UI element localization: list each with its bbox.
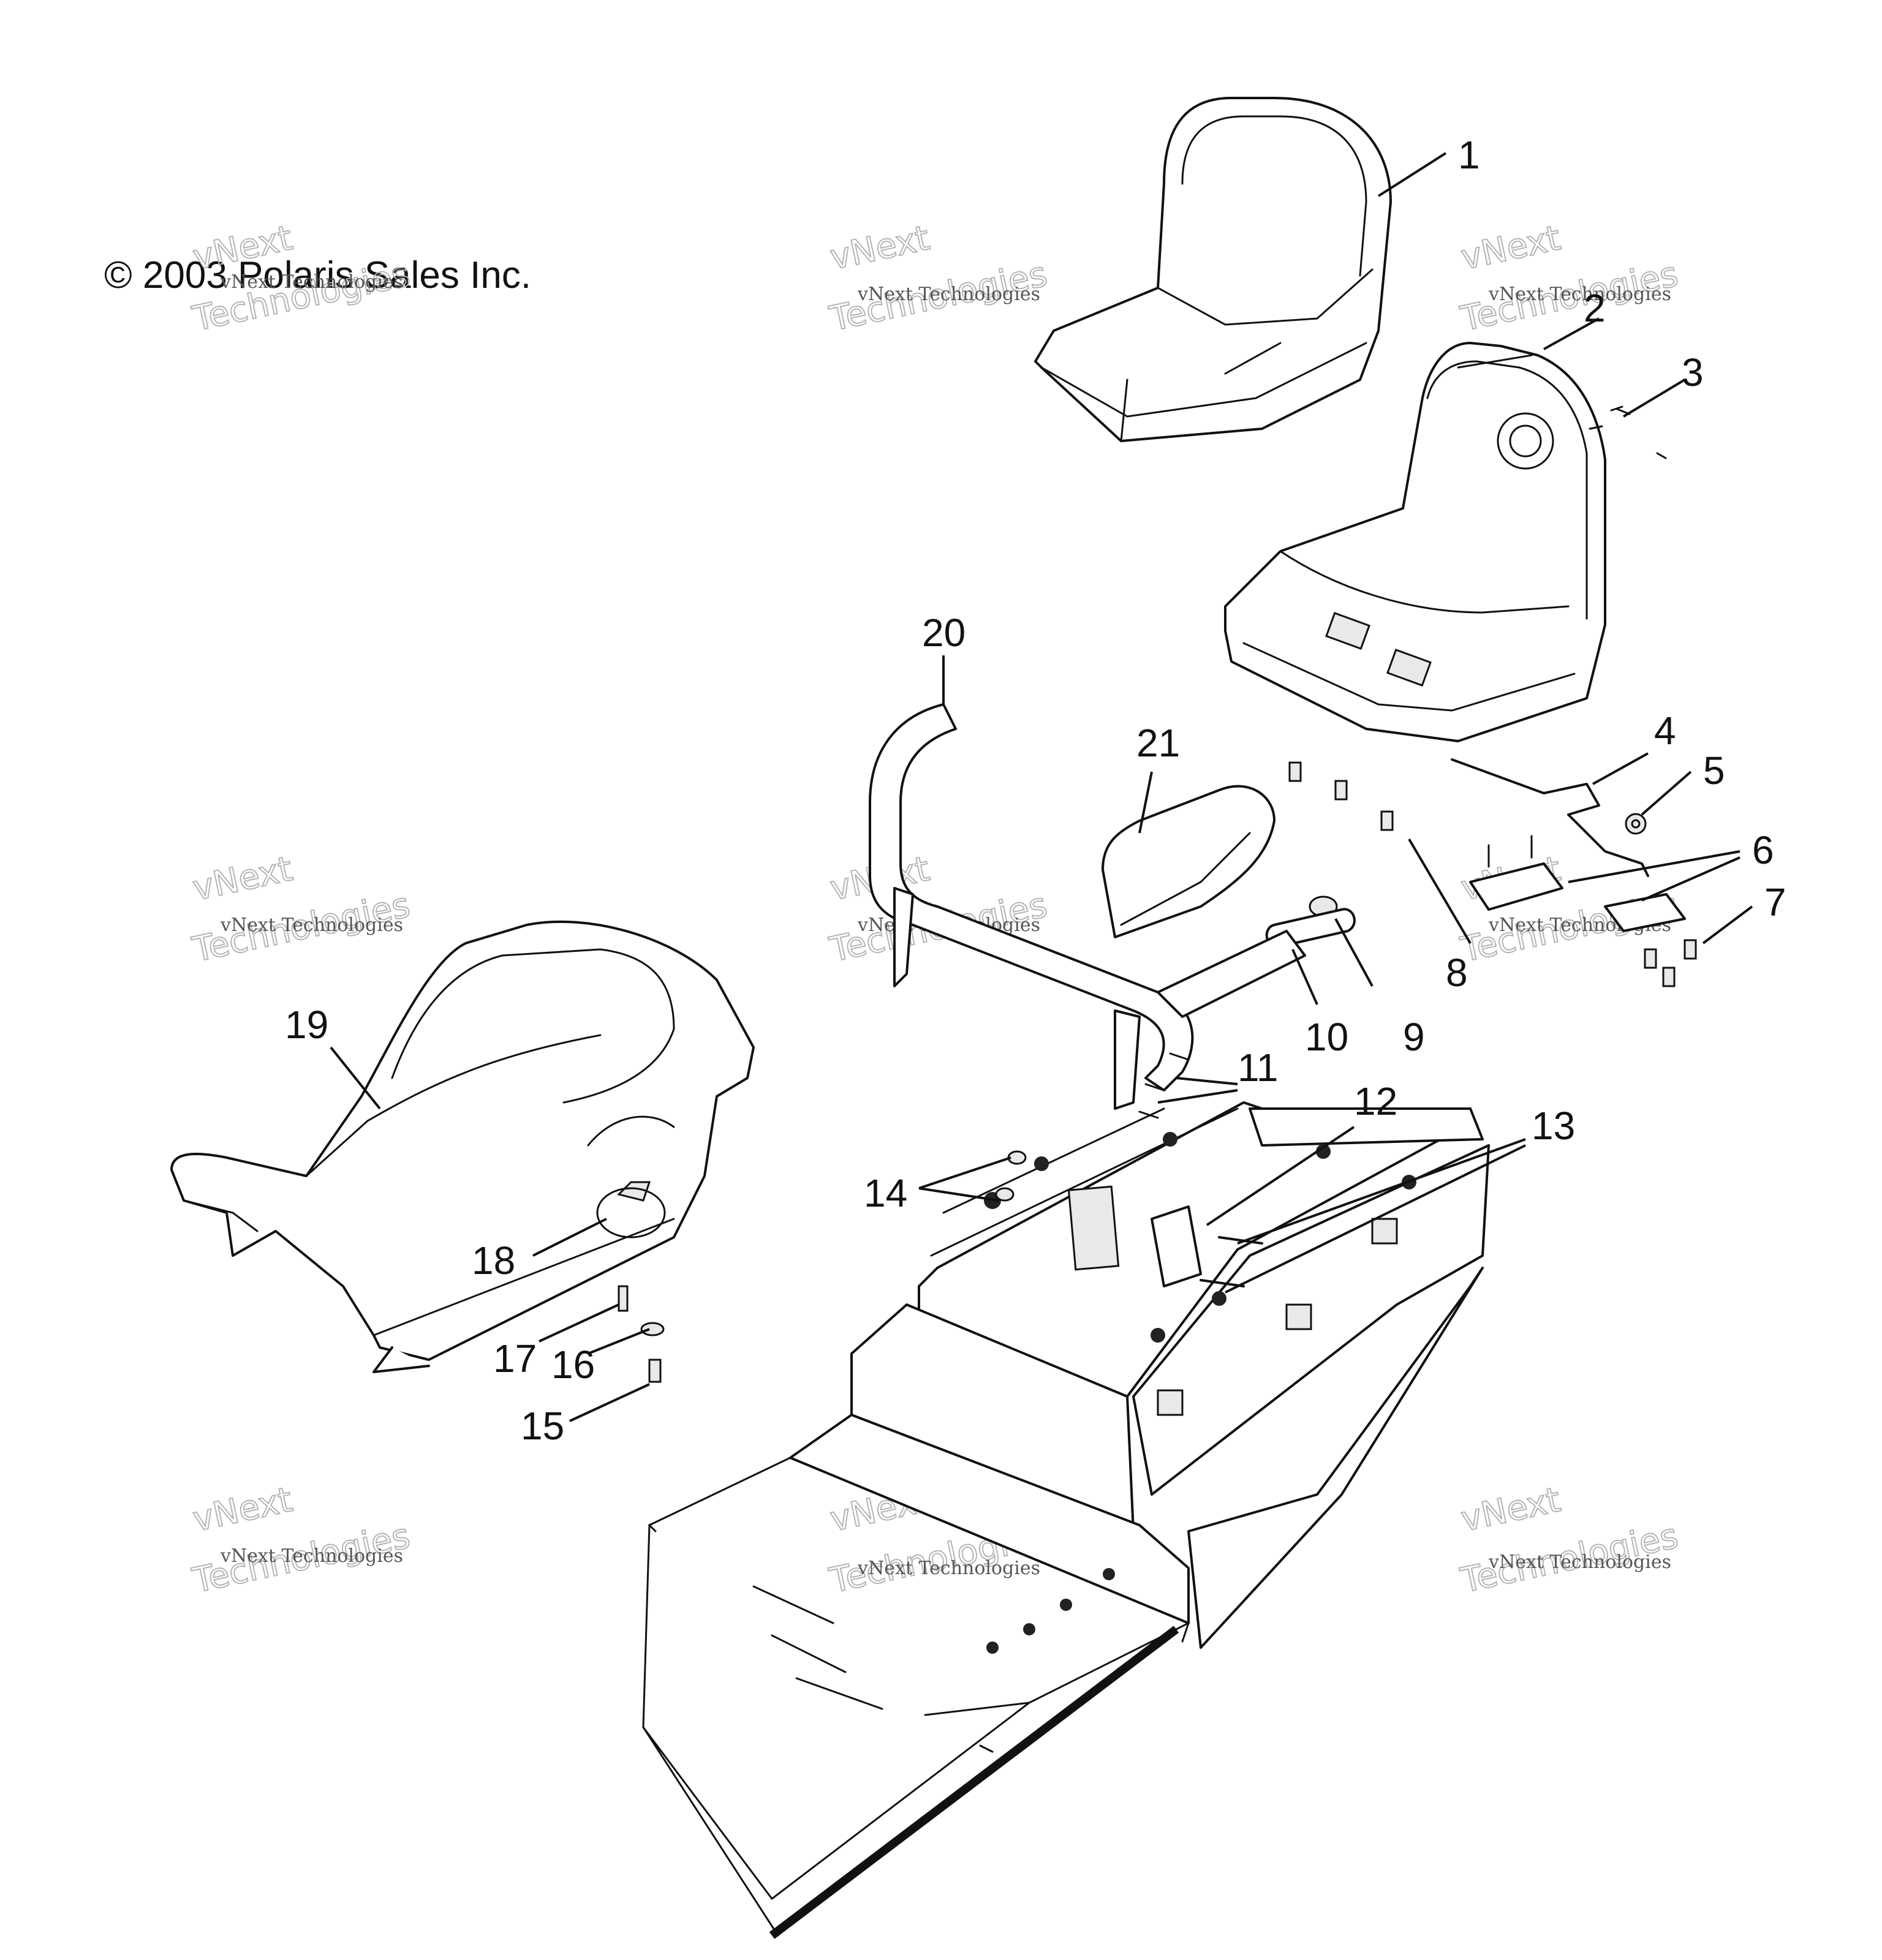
callout-6: 6 <box>1752 828 1774 872</box>
part-2-seat-base <box>1224 342 1606 742</box>
watermark-bottom-right: vNext Technologies vNext Technologies <box>1456 1479 1682 1602</box>
part-19-rear-seat <box>170 920 755 1373</box>
svg-text:vNext: vNext <box>826 218 933 278</box>
callout-1: 1 <box>1458 133 1480 177</box>
svg-text:vNext Technologies: vNext Technologies <box>220 271 403 293</box>
part-11-screws <box>1138 1052 1190 1119</box>
callout-5: 5 <box>1703 748 1725 793</box>
callout-18: 18 <box>472 1238 515 1283</box>
callout-21: 21 <box>1136 721 1180 765</box>
part-13-bolts <box>1200 1236 1263 1287</box>
watermark-mid-left: vNext Technologies vNext Technologies <box>188 848 414 971</box>
part-17-pin <box>618 1285 629 1312</box>
part-3-screws <box>1589 405 1667 459</box>
callout-8: 8 <box>1446 951 1468 995</box>
part-14-nuts <box>995 1150 1027 1202</box>
svg-text:vNext: vNext <box>189 849 296 909</box>
callout-3: 3 <box>1682 350 1704 394</box>
part-7-bolts <box>1644 939 1697 987</box>
svg-text:vNext Technologies: vNext Technologies <box>1488 284 1671 305</box>
callout-numbers: 1 2 3 4 5 6 7 8 9 10 11 12 13 14 15 16 1… <box>285 133 1786 1448</box>
part-12-mount-block <box>1151 1205 1202 1287</box>
svg-text:vNext Technologies: vNext Technologies <box>857 1558 1040 1579</box>
part-21-pad <box>1102 785 1275 938</box>
callout-17: 17 <box>493 1336 537 1381</box>
svg-text:vNext Technologies: vNext Technologies <box>1488 1551 1671 1573</box>
watermark-top-right: vNext Technologies vNext Technologies <box>1456 217 1682 340</box>
copyright-text: © 2003 Polaris Sales Inc. <box>104 254 531 296</box>
svg-text:vNext: vNext <box>189 1480 296 1540</box>
callout-11: 11 <box>1238 1046 1278 1090</box>
callout-7: 7 <box>1764 880 1786 924</box>
part-18-seat-latch <box>596 1187 666 1238</box>
callout-10: 10 <box>1305 1015 1348 1059</box>
callout-14: 14 <box>864 1171 907 1215</box>
svg-text:vNext Technologies: vNext Technologies <box>220 1545 403 1567</box>
svg-text:vNext Technologies: vNext Technologies <box>857 284 1040 305</box>
callout-16: 16 <box>551 1343 595 1387</box>
leader-lines <box>330 152 1753 1422</box>
part-1-seat-cushion <box>1034 97 1392 442</box>
callout-13: 13 <box>1532 1104 1575 1148</box>
part-20-grab-bar <box>869 703 1306 1110</box>
watermark-bottom-left: vNext Technologies vNext Technologies <box>188 1479 414 1602</box>
part-8-screws <box>1288 761 1394 831</box>
callout-2: 2 <box>1584 286 1606 330</box>
callout-9: 9 <box>1403 1015 1425 1059</box>
svg-text:vNext: vNext <box>1457 1480 1564 1540</box>
callout-15: 15 <box>521 1404 564 1448</box>
callout-19: 19 <box>285 1003 328 1047</box>
watermark-top-center: vNext Technologies vNext Technologies <box>825 217 1051 340</box>
part-4-rod <box>1451 758 1649 877</box>
watermark-top-left: vNext Technologies vNext Technologies <box>188 217 414 340</box>
callout-12: 12 <box>1354 1079 1397 1123</box>
chassis-tunnel <box>642 1101 1490 1939</box>
part-15-bolt <box>648 1359 662 1383</box>
part-5-nut <box>1625 813 1647 835</box>
callout-4: 4 <box>1654 709 1676 753</box>
callout-20: 20 <box>922 611 966 655</box>
svg-text:vNext: vNext <box>1457 218 1564 278</box>
part-16-washer <box>640 1322 665 1336</box>
svg-text:vNext Technologies: vNext Technologies <box>220 914 403 936</box>
